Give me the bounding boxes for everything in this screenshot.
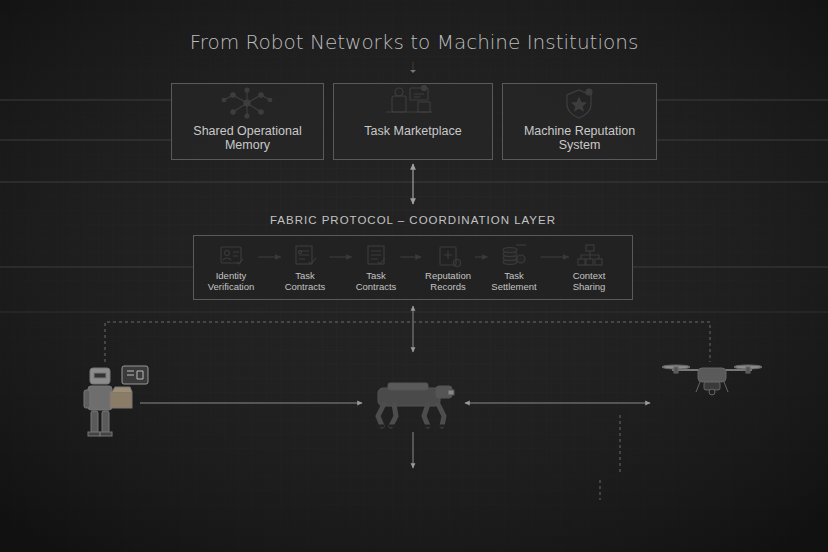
protocol-step: Task Contracts	[354, 244, 399, 293]
protocol-step: Task Contracts	[283, 244, 328, 293]
humanoid-robot-part	[112, 387, 132, 392]
quadruped-robot	[376, 383, 454, 426]
dashed-links	[105, 322, 710, 500]
humanoid-robot-part	[88, 432, 100, 436]
module-box: Task Marketplace	[333, 83, 493, 160]
layer-frame	[193, 235, 633, 300]
ground-links-part	[413, 432, 414, 468]
ground-links	[140, 306, 650, 468]
protocol-step: Task Settlement	[489, 244, 538, 293]
humanoid-robot-part	[127, 371, 143, 379]
dashed-links-part	[620, 415, 621, 475]
humanoid-robot-part	[88, 386, 112, 410]
quadruped-robot-part	[448, 390, 454, 395]
box-label: Machine Reputation System	[519, 124, 641, 153]
quadruped-robot-part	[388, 383, 428, 390]
humanoid-robot-part	[102, 411, 109, 433]
humanoid-robot-part	[122, 366, 148, 384]
box-label: Shared Operational Memory	[187, 124, 309, 153]
connector-arrow	[412, 164, 413, 204]
coordination-layer: Identity Verification Task Contracts Task …	[193, 208, 633, 300]
protocol-step: Identity Verification	[206, 244, 256, 293]
dashed-links-part	[105, 322, 710, 362]
ground-links-part	[465, 403, 650, 404]
box-label: Task Marketplace	[352, 124, 474, 138]
step-label: Reputation Records	[425, 244, 471, 293]
step-label: Task Settlement	[491, 244, 536, 293]
humanoid-robot-part	[90, 368, 110, 384]
drone-part	[698, 368, 726, 382]
step-label: Identity Verification	[208, 244, 254, 293]
quadruped-robot-part	[376, 425, 446, 428]
guide-lines-part	[413, 62, 414, 70]
ground-links-part	[140, 403, 362, 404]
diagram-title: From Robot Networks to Machine Instituti…	[0, 30, 828, 54]
drone-part	[709, 389, 715, 395]
humanoid-robot-part	[91, 411, 98, 433]
guide-lines	[0, 62, 828, 312]
humanoid-robot-part	[94, 373, 106, 378]
ground-links-part	[413, 306, 414, 352]
module-box: Machine Reputation System	[502, 83, 657, 160]
protocol-step: Reputation Records	[423, 244, 473, 293]
title-marker	[410, 70, 416, 73]
drone-part	[696, 382, 728, 392]
drone-part	[746, 367, 750, 373]
layer-heading: FABRIC PROTOCOL – COORDINATION LAYER	[193, 214, 633, 226]
guide-lines-part	[0, 182, 828, 183]
humanoid-robot	[84, 366, 148, 436]
module-box: Shared Operational Memory	[171, 83, 324, 160]
step-label: Task Contracts	[356, 244, 397, 293]
quadruped-robot-part	[378, 404, 444, 426]
dashed-links-part	[600, 480, 601, 500]
humanoid-robot-part	[100, 432, 112, 436]
protocol-step: Context Sharing	[571, 244, 608, 293]
guide-lines-part	[0, 312, 828, 313]
humanoid-robot-part	[84, 390, 90, 408]
humanoid-robot-part	[110, 392, 132, 408]
quadruped-robot-part	[378, 388, 440, 406]
drone	[662, 365, 762, 395]
drone-part	[674, 367, 678, 373]
step-label: Context Sharing	[573, 244, 606, 293]
step-label: Task Contracts	[285, 244, 326, 293]
